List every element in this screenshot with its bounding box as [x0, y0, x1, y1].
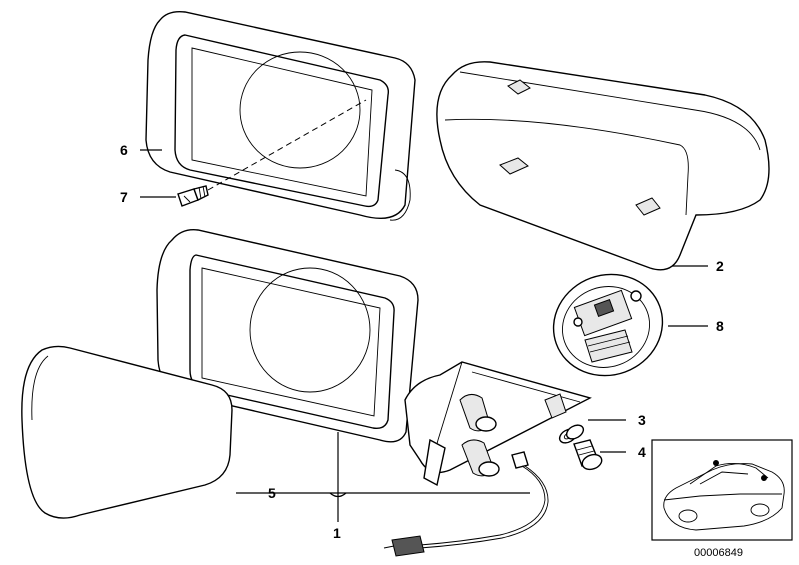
callout-5: 5 [268, 485, 276, 501]
callout-6: 6 [120, 142, 128, 158]
mirror-cover-cap-part-2[interactable] [436, 61, 770, 271]
callout-7: 7 [120, 189, 128, 205]
callout-1: 1 [333, 525, 341, 541]
callout-2: 2 [716, 258, 724, 274]
washer-part-3[interactable] [557, 422, 586, 445]
callout-4: 4 [638, 444, 646, 460]
callout-8: 8 [716, 318, 724, 334]
screw-part-7[interactable] [177, 185, 209, 207]
leader-lines [140, 149, 708, 522]
mirror-motor-unit-part-8[interactable] [539, 259, 677, 391]
wiring-cable-connector[interactable] [383, 451, 549, 557]
callout-3: 3 [638, 412, 646, 428]
mirror-glass-part-5[interactable] [21, 345, 233, 519]
car-location-inset [651, 439, 793, 541]
bolt-part-4[interactable] [573, 439, 604, 472]
drawing-number: 00006849 [694, 547, 743, 559]
mirror-housing-frame-part-6[interactable] [145, 10, 416, 221]
